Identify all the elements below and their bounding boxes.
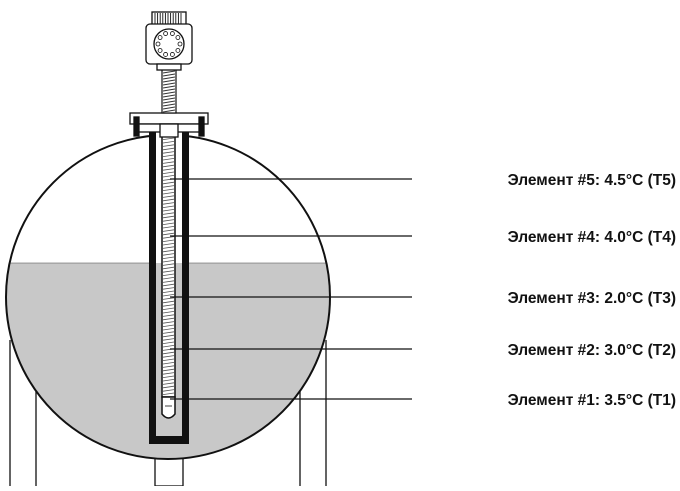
element-label-t3: Элемент #3: 2.0°C (T3) (508, 290, 676, 307)
leader-lines (170, 178, 412, 400)
mounting-flange (129, 112, 209, 138)
element-label-t5: Элемент #5: 4.5°C (T5) (508, 172, 676, 189)
threaded-stem (161, 65, 177, 114)
transmitter-head (145, 11, 193, 71)
element-labels: Элемент #5: 4.5°C (T5) Элемент #4: 4.0°C… (508, 172, 676, 409)
element-label-t4: Элемент #4: 4.0°C (T4) (508, 229, 676, 246)
element-label-t1: Элемент #1: 3.5°C (T1) (508, 392, 676, 409)
tank-supports (9, 340, 327, 487)
sensor-rod (161, 134, 176, 419)
rod-tip (161, 396, 176, 419)
element-label-t2: Элемент #2: 3.0°C (T2) (508, 342, 676, 359)
